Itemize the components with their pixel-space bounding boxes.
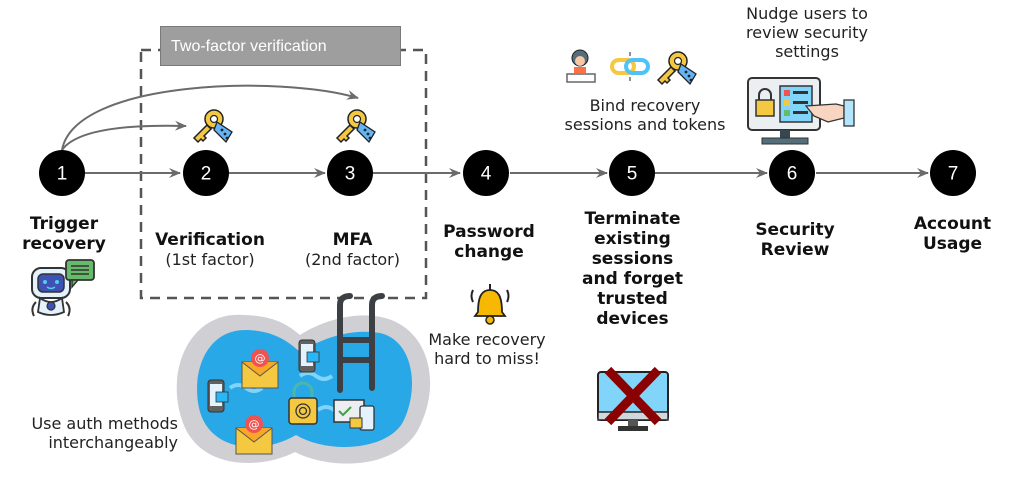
step-node-1: 1	[39, 150, 85, 196]
step-node-7: 7	[930, 150, 976, 196]
email-icon: @	[241, 349, 279, 389]
pool-annotation: Use auth methods interchangeably	[31, 414, 178, 453]
email-icon: @	[235, 415, 273, 455]
key-icon	[335, 109, 376, 144]
step-1-label: Trigger recovery	[22, 214, 106, 255]
step-node-circle	[609, 150, 655, 196]
robot-chatbot-icon	[31, 259, 95, 317]
step-node-5: 5	[609, 150, 655, 196]
key-icon	[656, 51, 697, 86]
step-3-label: MFA (2nd factor)	[305, 230, 400, 270]
step-node-circle	[463, 150, 509, 196]
verified-devices-icon	[333, 399, 375, 431]
security-settings-monitor-icon	[747, 77, 855, 145]
user-icon	[566, 49, 596, 83]
bind-sessions-annotation: Bind recovery sessions and tokens	[564, 96, 726, 135]
step-2-label: Verification (1st factor)	[155, 230, 265, 270]
svg-text:@: @	[249, 418, 260, 431]
step-node-number: 5	[627, 164, 638, 185]
bell-icon	[470, 284, 510, 325]
link-icon	[610, 52, 650, 81]
step-node-circle	[183, 150, 229, 196]
step-node-number: 2	[201, 164, 212, 185]
step-node-number: 4	[481, 164, 492, 185]
step-node-6: 6	[769, 150, 815, 196]
step-node-3: 3	[327, 150, 373, 196]
step-4-label: Password change	[443, 222, 535, 263]
terminated-device-icon	[597, 366, 669, 431]
step-node-2: 2	[183, 150, 229, 196]
connectors	[61, 84, 929, 178]
svg-text:@: @	[255, 352, 266, 365]
step-7-label: Account Usage	[913, 214, 992, 255]
step-node-4: 4	[463, 150, 509, 196]
alert-annotation: Make recovery hard to miss!	[428, 330, 546, 369]
key-icon	[192, 109, 233, 144]
step-6-label: Security Review	[755, 220, 835, 261]
step-node-circle	[327, 150, 373, 196]
skip-arrow-1-3	[61, 84, 359, 151]
pool-ladder-icon	[337, 293, 385, 393]
step-node-number: 3	[345, 164, 356, 185]
step-node-circle	[769, 150, 815, 196]
auth-methods-pool: @ @	[176, 293, 431, 464]
phone-notification-icon	[298, 339, 320, 373]
step-node-number: 7	[948, 164, 959, 185]
step-node-number: 6	[787, 164, 798, 185]
two-factor-group-title: Two-factor verification	[160, 26, 401, 66]
step-node-circle	[39, 150, 85, 196]
step-node-circle	[930, 150, 976, 196]
phone-notification-icon	[207, 379, 229, 413]
step-5-label: Terminate existing sessions and forget t…	[582, 209, 683, 330]
fingerprint-lock-icon	[288, 381, 318, 425]
step-node-number: 1	[57, 164, 68, 185]
nudge-annotation: Nudge users to review security settings	[746, 4, 868, 62]
skip-arrow-1-2	[61, 120, 187, 151]
